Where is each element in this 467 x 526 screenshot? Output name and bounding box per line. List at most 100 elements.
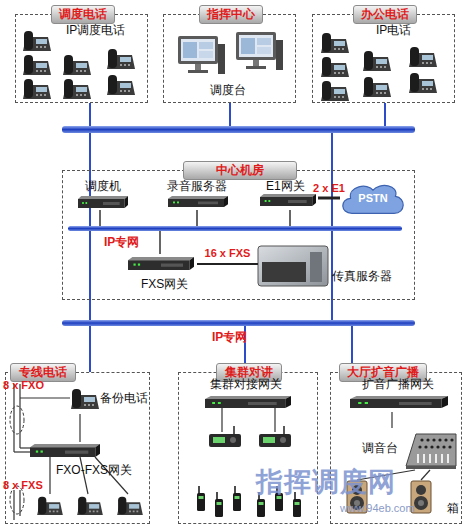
fax-server-icon <box>258 246 328 286</box>
computer-icon <box>178 36 225 74</box>
ip-phone <box>23 31 51 51</box>
device-label: 集群对接网关 <box>210 376 282 393</box>
watermark: www.94eb.com <box>340 502 415 514</box>
rack-device <box>128 257 194 270</box>
ip-phone <box>321 33 349 53</box>
wire <box>49 457 50 494</box>
edge-label: 2 x E1 <box>313 182 345 194</box>
connector <box>79 414 80 442</box>
handheld-icon <box>233 486 241 511</box>
wire <box>20 397 70 398</box>
ip-phone <box>63 55 91 75</box>
group-title: 调度电话 <box>51 5 115 24</box>
network-bus: IP专网 <box>68 226 402 231</box>
connector <box>351 326 353 372</box>
phone-icon <box>117 497 143 515</box>
ip-phone <box>107 49 135 69</box>
device: 调度台 <box>180 30 280 98</box>
device-label: 调度机 <box>85 178 121 195</box>
device-label: 调度台 <box>210 82 246 99</box>
device: IP调度电话 <box>66 22 146 40</box>
connector <box>197 263 258 265</box>
watermark: 指挥调度网 <box>256 464 396 500</box>
rack-device <box>260 194 316 206</box>
connector <box>289 210 291 226</box>
ip-phone <box>107 75 135 95</box>
device-label: IP电话 <box>376 22 411 39</box>
cloud-label: PSTN <box>340 192 406 204</box>
device-label: 录音服务器 <box>167 178 227 195</box>
device-label: E1网关 <box>266 178 305 195</box>
ip-phone <box>23 79 51 99</box>
device: FXS网关 <box>125 254 197 292</box>
connector <box>159 231 161 254</box>
fax-server-panel <box>262 262 306 282</box>
group-box: 调度电话IP调度电话 <box>15 14 148 103</box>
wire <box>221 408 222 432</box>
network-bus <box>62 126 415 133</box>
network-bus: IP专网 <box>62 320 415 326</box>
handheld-icon <box>215 492 223 517</box>
cloud-node: PSTN <box>340 182 406 216</box>
device-label: FXO-FXS网关 <box>56 462 132 479</box>
network-wire <box>229 103 231 128</box>
device: 录音服务器 <box>165 178 230 210</box>
phone-icon <box>77 497 103 515</box>
device-label: 备份电话 <box>100 390 148 407</box>
ip-phone <box>321 81 349 101</box>
group-box: 大厅扩音广播扩音广播网关调音台 <box>330 372 462 524</box>
group-box: 指挥中心调度台 <box>163 14 296 103</box>
network-wire <box>89 103 91 128</box>
bus-label: IP专网 <box>104 234 139 251</box>
wire <box>19 490 20 516</box>
rack-device <box>205 396 291 408</box>
device-label: FXS网关 <box>141 276 188 293</box>
device-label: 调音台 <box>362 440 398 457</box>
backup-phone-icon <box>71 389 99 409</box>
fax-server-panel <box>310 252 322 282</box>
computer-icon <box>236 32 283 70</box>
group-box: 集群对讲集群对接网关 <box>178 372 318 524</box>
port-label: 8 x FXO <box>3 379 44 391</box>
device: 调度机 <box>75 178 130 210</box>
wire <box>13 490 14 520</box>
group-title: 办公电话 <box>353 5 417 24</box>
wire <box>13 384 14 452</box>
radio-icon <box>259 426 291 447</box>
wire <box>421 470 430 480</box>
group-box: 办公电话IP电话 <box>312 14 455 103</box>
rack-device <box>30 444 100 457</box>
device: 集群对接网关 <box>200 376 292 412</box>
network-wire <box>384 103 386 128</box>
device: 扩音广播网关 <box>348 376 452 412</box>
ip-phone <box>23 55 51 75</box>
device: 调音台 <box>362 428 460 472</box>
connector <box>89 326 91 372</box>
bus-label: IP专网 <box>212 329 247 346</box>
edge-label: 16 x FXS <box>205 247 251 259</box>
connector <box>89 231 91 320</box>
device: IP电话 <box>372 22 428 40</box>
device: 备份电话 <box>68 384 150 414</box>
ip-phone <box>409 73 437 93</box>
device-label: IP调度电话 <box>66 22 125 39</box>
group-title: 指挥中心 <box>199 5 263 24</box>
phone-icon <box>37 497 63 515</box>
ip-phone <box>63 79 91 99</box>
ip-phone <box>321 57 349 77</box>
connector <box>99 210 101 226</box>
handheld-icon <box>197 486 205 511</box>
rack-device <box>78 196 128 208</box>
group-title: 中心机房 <box>183 161 297 180</box>
ip-phone <box>363 51 391 71</box>
port-label: 8 x FXS <box>3 479 43 491</box>
wire <box>20 447 30 448</box>
wire <box>19 384 20 448</box>
device: E1网关 <box>258 178 318 210</box>
radio-icon <box>209 426 241 447</box>
device-label: 传真服务器 <box>332 268 392 285</box>
connector <box>244 326 246 372</box>
ip-phone <box>409 47 437 67</box>
ip-phone <box>363 77 391 97</box>
